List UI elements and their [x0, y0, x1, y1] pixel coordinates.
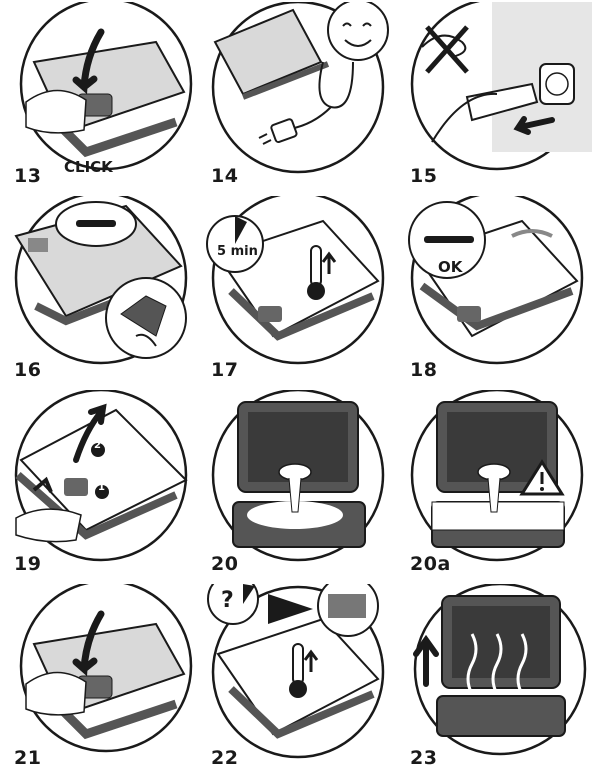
light-icon [408, 201, 486, 279]
thermometer-icon [307, 245, 337, 300]
step-13-illustration [19, 2, 193, 171]
step-number: 15 [410, 165, 438, 187]
step-16-illustration [14, 196, 188, 365]
step-20-illustration [211, 390, 385, 562]
step-14-panel: 14 [203, 2, 393, 187]
timer-icon [207, 584, 259, 625]
batter-icon [278, 463, 312, 513]
step-23-illustration [413, 584, 587, 756]
timer-label: ? [221, 588, 234, 613]
crossed-cord-icon [421, 25, 469, 74]
step-21-panel: 21 [6, 584, 196, 769]
step-23-panel: 23 [402, 584, 592, 769]
plug-icon [258, 118, 298, 145]
step-number: 16 [14, 359, 42, 381]
step-15-illustration [410, 2, 592, 171]
step-20-panel: 20 [203, 390, 393, 575]
batter-icon [477, 463, 511, 513]
step-16-panel: 16 [6, 196, 196, 381]
step-number: 23 [410, 747, 438, 769]
arrow-icon [513, 116, 555, 135]
step-number: 17 [211, 359, 239, 381]
step-21-illustration [19, 584, 193, 753]
step-number: 13 [14, 165, 42, 187]
step-number: 22 [211, 747, 239, 769]
arrow-icon [413, 634, 439, 687]
step-number: 19 [14, 553, 42, 575]
step-19-panel: 2 1 19 [6, 390, 196, 575]
marker-two-label: 2 [94, 440, 101, 451]
step-17-panel: 5 min 17 [203, 196, 393, 381]
steam-icon [466, 633, 528, 695]
marker-one-label: 1 [98, 482, 105, 493]
step-20a-illustration [410, 390, 584, 562]
step-20a-panel: 20a [402, 390, 592, 575]
step-13-panel: CLICK 13 [6, 2, 196, 187]
step-number: 21 [14, 747, 42, 769]
status-label: OK [438, 258, 463, 276]
step-22-illustration [207, 584, 385, 759]
step-number: 20a [410, 553, 451, 575]
step-caption: CLICK [64, 158, 113, 176]
step-17-illustration [206, 196, 385, 365]
step-number: 14 [211, 165, 239, 187]
arrow-icon [72, 610, 105, 677]
step-number: 18 [410, 359, 438, 381]
logo-mark [28, 238, 48, 252]
step-15-panel: 15 [402, 2, 592, 187]
arrow-icon [73, 403, 107, 463]
step-19-illustration [14, 390, 188, 562]
step-number: 20 [211, 553, 239, 575]
step-18-illustration [408, 196, 584, 365]
light-icon [55, 201, 137, 247]
timer-icon [206, 215, 264, 273]
thermometer-icon [289, 643, 319, 698]
step-18-panel: OK 18 [402, 196, 592, 381]
step-22-panel: ? 22 [203, 584, 393, 769]
step-14-illustration [211, 2, 389, 174]
smiley-icon [327, 2, 389, 61]
timer-label: 5 min [217, 244, 258, 259]
marker-one [95, 485, 109, 499]
marker-two [91, 443, 105, 457]
warning-icon [519, 459, 565, 496]
arrow-icon [72, 28, 105, 95]
